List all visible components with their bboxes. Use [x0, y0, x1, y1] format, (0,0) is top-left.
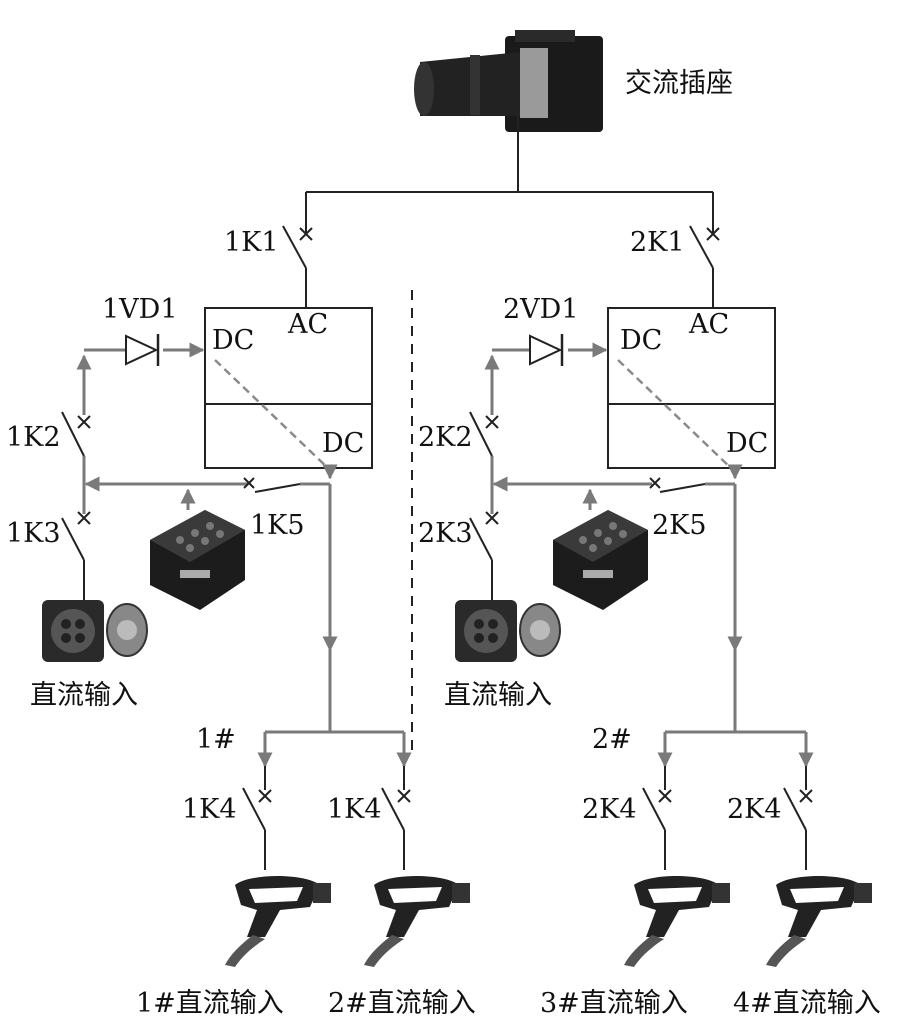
gun-1-label: 1#直流输入 — [136, 988, 284, 1019]
switch-2k2-label: 2K2 — [418, 422, 473, 453]
converter-2-dc-out-label: DC — [726, 428, 768, 459]
dc-charging-inlet-icon — [42, 600, 148, 662]
switch-1k3-label: 1K3 — [6, 518, 61, 549]
dc-input-2-label: 直流输入 — [444, 680, 552, 711]
switch-1k1-label: 1K1 — [224, 227, 279, 258]
diode-1vd1 — [125, 334, 160, 366]
switch-2k5-label: 2K5 — [652, 510, 707, 541]
charging-gun-icon — [624, 876, 730, 967]
converter-2-dc-in-label: DC — [620, 325, 662, 356]
switch-1k4-b — [381, 766, 411, 870]
switch-1k4-a-label: 1K4 — [182, 794, 237, 825]
switch-2k4-a — [642, 766, 672, 870]
gun-4-label: 4#直流输入 — [733, 988, 881, 1019]
switch-1k2-label: 1K2 — [6, 422, 61, 453]
converter-2-ac-label: AC — [688, 309, 729, 340]
converter-1-dc-out-label: DC — [322, 428, 364, 459]
charging-gun-icon — [225, 876, 331, 967]
bus-2-label: 2# — [592, 724, 632, 755]
gun-3-label: 3#直流输入 — [540, 988, 688, 1019]
dc-input-1-label: 直流输入 — [30, 680, 138, 711]
switch-1k1 — [282, 225, 313, 308]
ac-socket-label: 交流插座 — [625, 68, 733, 99]
switch-2k2 — [469, 411, 499, 457]
switch-2k3-label: 2K3 — [418, 518, 473, 549]
switch-1k4-b-label: 1K4 — [327, 794, 382, 825]
switch-1k3 — [61, 484, 91, 600]
converter-1-ac-label: AC — [287, 309, 328, 340]
switch-1k5-label: 1K5 — [250, 510, 305, 541]
switch-2k3 — [469, 484, 499, 600]
dc-charging-inlet-icon — [455, 600, 561, 662]
side-2-dc-wiring — [484, 342, 814, 768]
battery-pack-icon — [553, 510, 648, 610]
switch-1k2 — [61, 411, 91, 457]
ac-feed-wires — [305, 116, 714, 234]
switch-2k4-a-label: 2K4 — [582, 794, 637, 825]
ac-socket-icon — [414, 30, 603, 132]
converter-1-dc-in-label: DC — [212, 325, 254, 356]
converter-2 — [607, 307, 776, 471]
gun-2-label: 2#直流输入 — [328, 988, 476, 1019]
switch-1k4-a — [242, 766, 272, 870]
switch-2k1-label: 2K1 — [630, 227, 685, 258]
charging-gun-icon — [766, 876, 872, 967]
charging-gun-icon — [364, 876, 470, 967]
bus-1-label: 1# — [196, 724, 236, 755]
switch-2k4-b — [783, 766, 813, 870]
battery-pack-icon — [150, 510, 245, 610]
diode-1vd1-label: 1VD1 — [102, 294, 178, 325]
diode-2vd1 — [529, 334, 564, 366]
switch-2k1 — [689, 225, 720, 308]
converter-1 — [204, 307, 373, 471]
side-1-dc-wiring — [76, 342, 412, 768]
switch-2k4-b-label: 2K4 — [727, 794, 782, 825]
diode-2vd1-label: 2VD1 — [503, 294, 579, 325]
